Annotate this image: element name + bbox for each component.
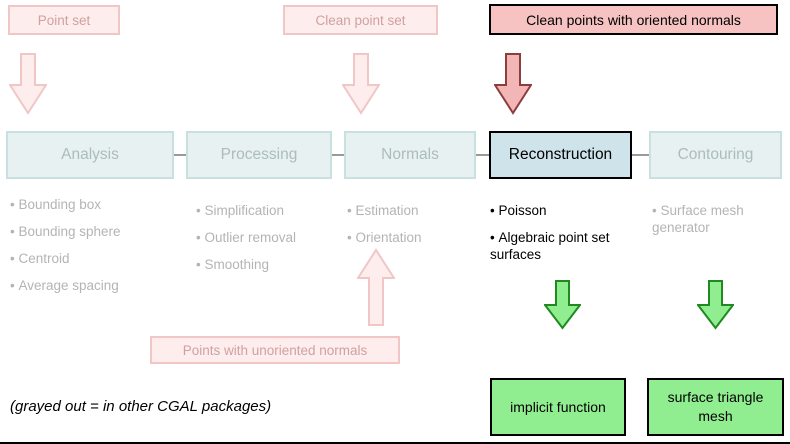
connector-line [476,154,489,156]
clean-point-set-box: Clean point set [283,5,438,35]
surface-triangle-mesh-box: surface triangle mesh [647,378,784,436]
pipeline-item: Algebraic point set surfaces [490,229,625,263]
analysis-box: Analysis [6,131,174,179]
points-unoriented-normals-box: Points with unoriented normals [150,336,400,364]
implicit-function-box: implicit function [490,378,626,436]
reconstruction-item-list: Poisson Algebraic point set surfaces [490,202,625,273]
pipeline-item: Bounding box [10,196,175,213]
connector-line [332,154,344,156]
pipeline-item: Surface mesh generator [652,202,772,236]
down-arrow-point-set-icon [9,53,47,115]
pipeline-item: Average spacing [10,277,175,294]
pipeline-item: Outlier removal [196,229,336,246]
contouring-item-list: Surface mesh generator [652,202,772,246]
reconstruction-box: Reconstruction [489,131,632,179]
pipeline-item: Centroid [10,250,175,267]
pipeline-item: Poisson [490,202,625,219]
processing-item-list: Simplification Outlier removal Smoothing [196,202,336,283]
clean-oriented-normals-box: Clean points with oriented normals [489,4,778,35]
normals-box: Normals [344,131,476,179]
pipeline-item: Orientation [347,229,472,246]
pipeline-item: Estimation [347,202,472,219]
connector-line [174,154,186,156]
pipeline-item: Simplification [196,202,336,219]
grayed-out-note: (grayed out = in other CGAL packages) [10,398,272,415]
down-arrow-oriented-normals-icon [494,53,532,115]
contouring-box: Contouring [649,131,782,179]
point-set-box: Point set [8,5,120,35]
down-arrow-implicit-function-icon [544,280,581,330]
up-arrow-unoriented-normals-icon [357,248,395,326]
connector-line [632,154,649,156]
pipeline-item: Smoothing [196,256,336,273]
analysis-item-list: Bounding box Bounding sphere Centroid Av… [10,196,175,304]
processing-box: Processing [186,131,332,179]
pipeline-item: Bounding sphere [10,223,175,240]
down-arrow-clean-point-set-icon [342,53,380,115]
bottom-divider [0,442,790,444]
down-arrow-surface-mesh-icon [697,280,734,330]
normals-item-list: Estimation Orientation [347,202,472,256]
